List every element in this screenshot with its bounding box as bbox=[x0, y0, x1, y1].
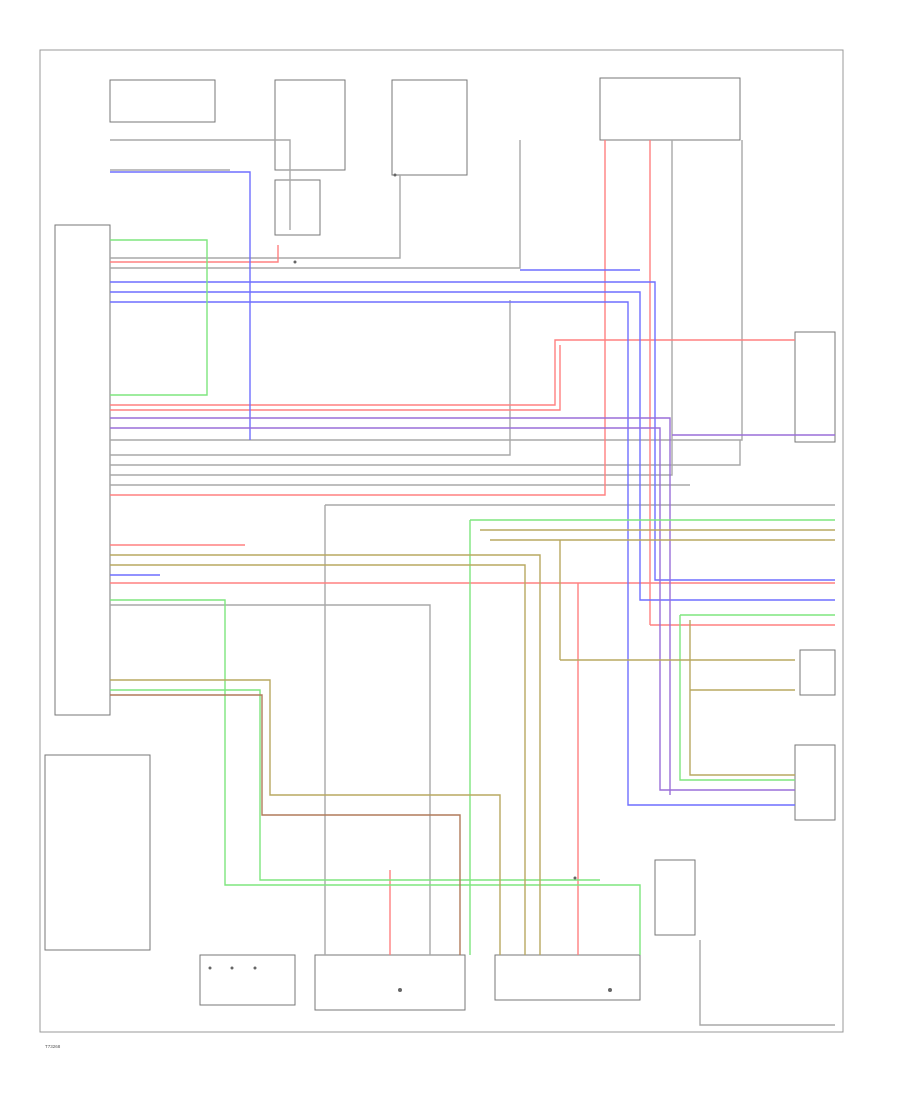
top-left-relay-box bbox=[109, 79, 216, 123]
right-lower-relay bbox=[654, 859, 696, 936]
red-wires bbox=[110, 140, 835, 955]
bottom-module-left bbox=[199, 954, 296, 1006]
left-ecu-box bbox=[54, 224, 111, 716]
page-code: T73268 bbox=[45, 1044, 61, 1049]
top-switch-box-2 bbox=[391, 79, 468, 176]
bottom-module-center bbox=[314, 954, 466, 1011]
bottom-module-right bbox=[494, 954, 641, 1001]
top-switch-box-1 bbox=[274, 79, 346, 171]
blue-wires bbox=[110, 171, 835, 806]
top-components bbox=[54, 77, 836, 936]
top-right-connector-box bbox=[599, 77, 741, 141]
brown-wires bbox=[110, 694, 461, 955]
right-connector-box bbox=[799, 649, 836, 696]
olive-wires bbox=[110, 529, 835, 955]
right-top-sensor-box bbox=[794, 331, 836, 443]
terminal-dots bbox=[208, 173, 612, 992]
top-sensor-box bbox=[274, 179, 321, 236]
bottom-components bbox=[44, 754, 641, 1011]
diagram-border bbox=[39, 49, 844, 1033]
violet-wires bbox=[110, 417, 835, 795]
green-wires bbox=[110, 239, 835, 955]
right-control-module bbox=[794, 744, 836, 821]
left-lower-switch bbox=[44, 754, 151, 951]
